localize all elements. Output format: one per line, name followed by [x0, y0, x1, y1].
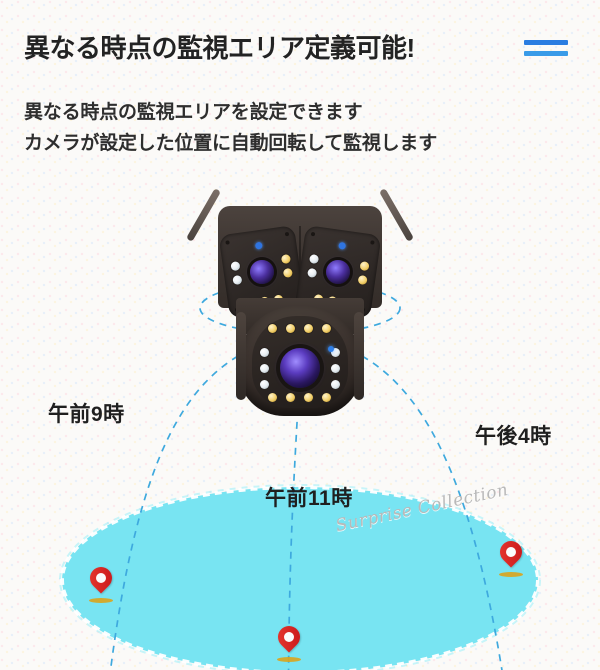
map-pin-icon-noon	[273, 621, 305, 662]
ir-sensor-dot-right-icon	[338, 241, 347, 250]
time-label-morning: 午前9時	[48, 403, 125, 426]
camera-head-housing	[218, 206, 382, 319]
pin-center-hole	[96, 573, 106, 583]
ir-sensor-dot-left-icon	[254, 241, 263, 250]
dome-arm-left	[236, 312, 246, 400]
subtitle-line-1: 異なる時点の監視エリアを設定できます	[24, 102, 363, 123]
coverage-ellipse	[62, 487, 538, 670]
map-pin-icon-morning	[85, 562, 117, 603]
arc-to-evening-pin	[361, 355, 503, 670]
subtitle-block: 異なる時点の監視エリアを設定できます カメラが設定した位置に自動回転して監視しま…	[24, 98, 544, 160]
camera-dome	[236, 306, 364, 416]
time-label-evening: 午後4時	[475, 425, 552, 448]
camera-lens-right-icon	[324, 258, 352, 286]
header: 異なる時点の監視エリア定義可能!	[0, 0, 600, 90]
page-title: 異なる時点の監視エリア定義可能!	[24, 33, 415, 63]
pin-shadow-base	[499, 572, 523, 577]
coverage-ellipse-rim-outer	[59, 484, 541, 670]
camera-main-lens-icon	[280, 348, 320, 388]
illustration-scene	[0, 180, 600, 670]
equals-bar-bottom	[524, 51, 568, 56]
coverage-ellipse-rim	[60, 485, 540, 670]
subtitle-line-2: カメラが設定した位置に自動回転して監視します	[24, 132, 438, 154]
ptz-security-camera	[185, 188, 415, 416]
arc-to-morning-pin	[109, 355, 239, 670]
camera-lens-left-icon	[248, 258, 276, 286]
time-label-noon: 午前11時	[265, 487, 353, 510]
pin-center-hole	[506, 547, 516, 557]
dome-arm-right	[354, 312, 364, 400]
map-pin-icon-evening	[495, 536, 527, 577]
pin-center-hole	[284, 632, 294, 642]
pin-shadow-base	[277, 657, 301, 662]
equals-bars-icon[interactable]	[524, 40, 568, 58]
equals-bar-top	[524, 40, 568, 45]
camera-dome-face	[252, 316, 348, 408]
pin-shadow-base	[89, 598, 113, 603]
status-led-icon	[328, 346, 334, 352]
antenna-left-icon	[185, 188, 222, 242]
